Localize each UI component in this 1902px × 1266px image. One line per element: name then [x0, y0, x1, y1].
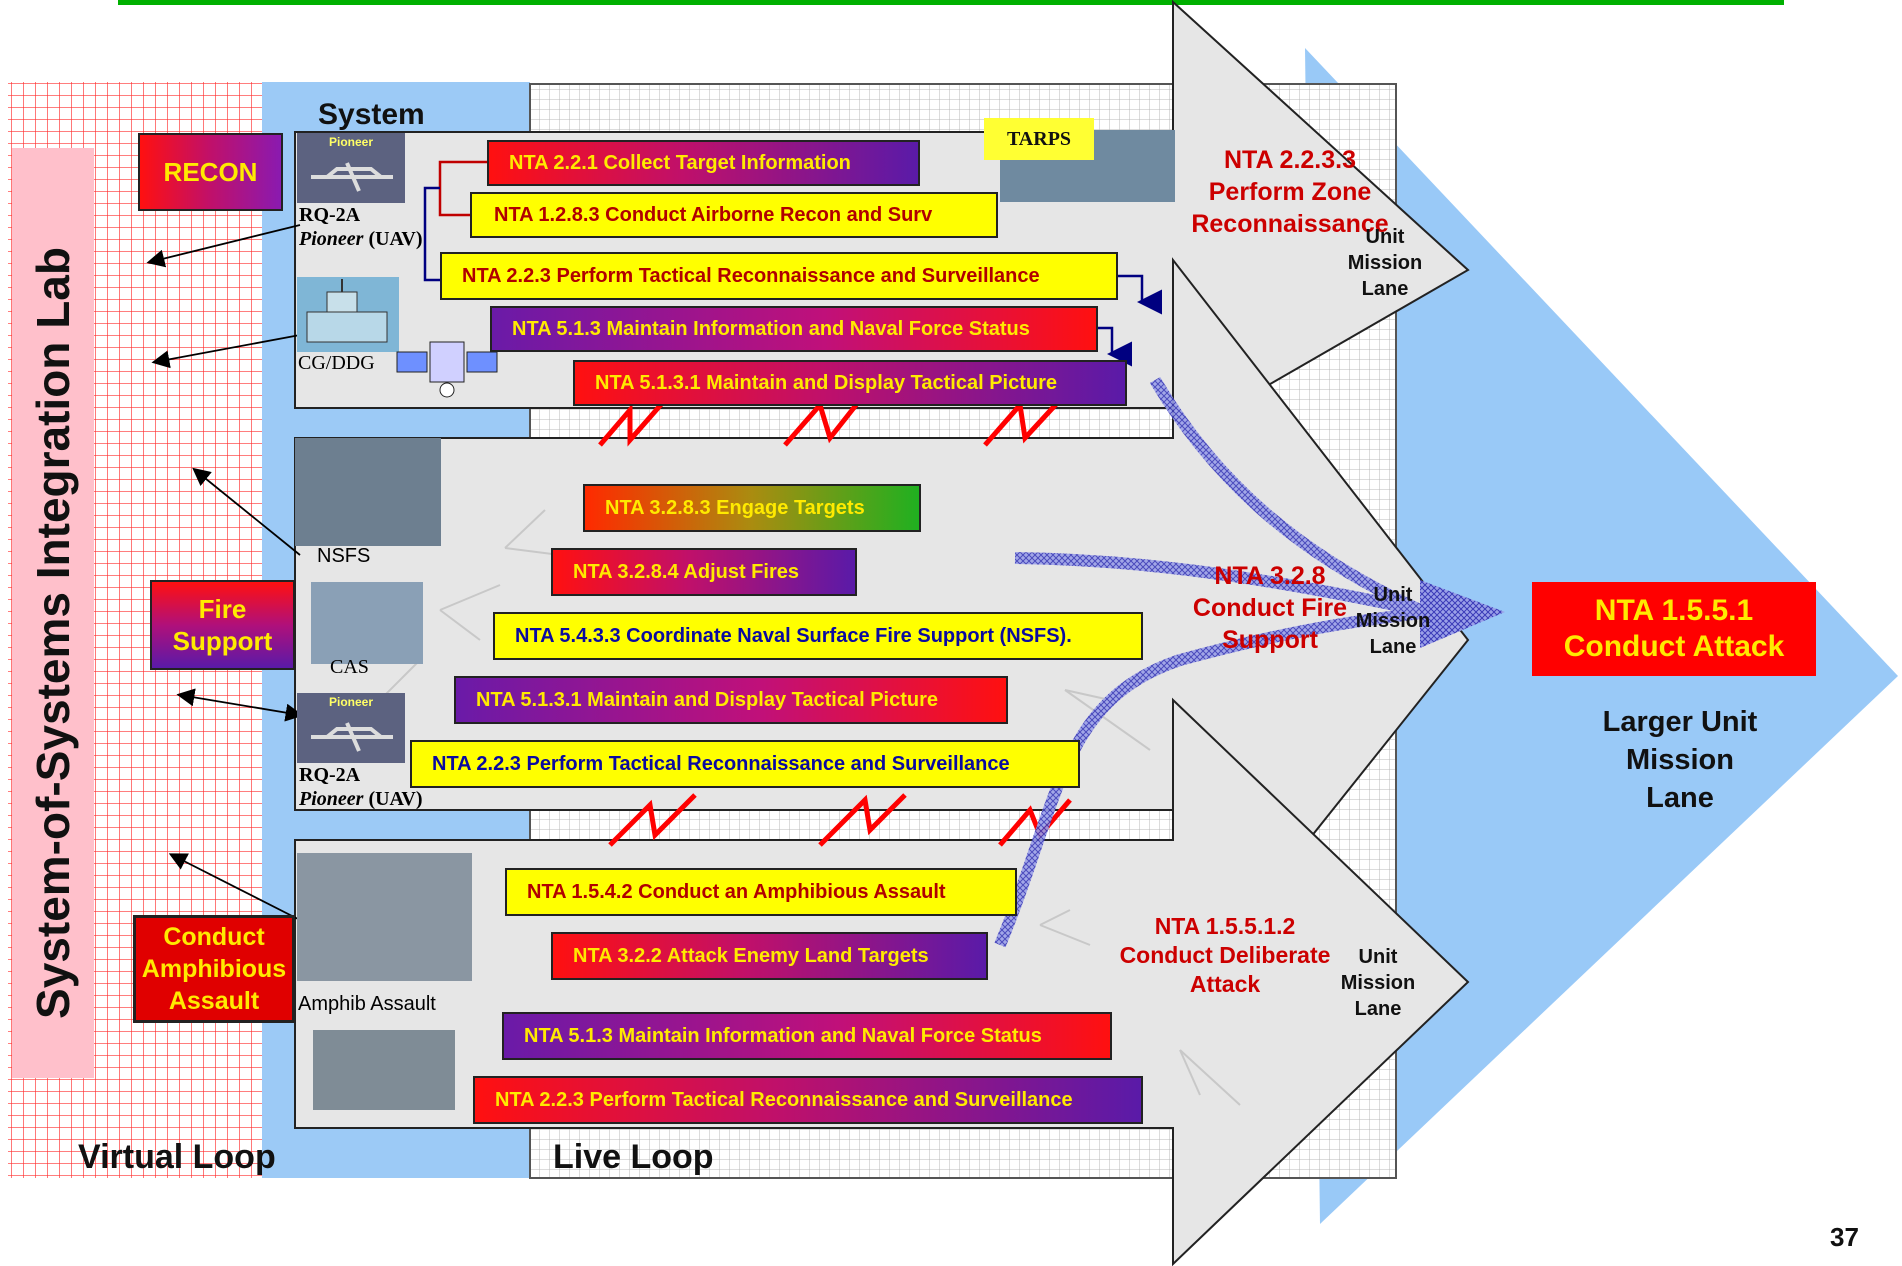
task-nta-5-1-3-1-fire: NTA 5.1.3.1 Maintain and Display Tactica…	[454, 676, 1008, 724]
group-amphib-label-2: Amphibious	[141, 955, 287, 983]
page-number: 37	[1830, 1222, 1859, 1252]
virtual-loop-label: Virtual Loop	[78, 1138, 276, 1176]
group-amphib-label-1: Conduct	[163, 923, 265, 951]
final-attack-box: NTA 1.5.5.1 Conduct Attack	[1532, 582, 1816, 676]
caption-cgddg: CG/DDG	[298, 352, 375, 374]
caption-nsfs: NSFS	[317, 545, 371, 567]
task-nta-3-2-8-3: NTA 3.2.8.3 Engage Targets	[583, 484, 921, 532]
caption-amphib: Amphib Assault	[298, 993, 436, 1015]
uav-icon	[311, 162, 393, 192]
group-fire-label-1: Fire	[198, 594, 247, 624]
unit-mission-lane-fire: Unit Mission Lane	[1355, 584, 1431, 658]
task-nta-5-1-3-recon: NTA 5.1.3 Maintain Information and Naval…	[490, 306, 1098, 352]
unit-mission-lane-amphib: Unit Mission Lane	[1340, 946, 1416, 1020]
caption-cas: CAS	[330, 656, 369, 678]
task-nta-2-2-3-recon: NTA 2.2.3 Perform Tactical Reconnaissanc…	[440, 252, 1118, 300]
lab-pointers	[146, 224, 304, 921]
tree-connectors	[423, 160, 1162, 367]
task-nta-1-2-8-3: NTA 1.2.8.3 Conduct Airborne Recon and S…	[470, 192, 998, 238]
group-fire-label-2: Support	[172, 626, 273, 656]
task-nta-5-1-3-amphib: NTA 5.1.3 Maintain Information and Naval…	[502, 1012, 1112, 1060]
ship-icon	[306, 279, 388, 343]
pioneer-uav-image-mid: Pioneer	[297, 693, 405, 763]
task-nta-2-2-3-amphib: NTA 2.2.3 Perform Tactical Reconnaissanc…	[473, 1076, 1143, 1124]
group-amphib-assault: Conduct Amphibious Assault	[133, 915, 295, 1023]
convergence-arrowhead	[1420, 580, 1505, 648]
lane-amphib-title: NTA 1.5.5.1.2 Conduct Deliberate Attack	[1119, 913, 1331, 997]
task-nta-3-2-2: NTA 3.2.2 Attack Enemy Land Targets	[551, 932, 988, 980]
top-green-bar	[118, 0, 1784, 5]
task-nta-2-2-1: NTA 2.2.1 Collect Target Information	[487, 140, 920, 186]
pioneer-badge-mid: Pioneer	[329, 695, 374, 709]
system-label: System	[318, 98, 425, 131]
unit-mission-lane-recon: Unit Mission Lane	[1347, 226, 1423, 300]
larger-unit-lane-label: Larger Unit Mission Lane	[1602, 706, 1758, 814]
group-amphib-label-3: Assault	[168, 987, 260, 1015]
task-nta-5-4-3-3: NTA 5.4.3.3 Coordinate Naval Surface Fir…	[493, 612, 1143, 660]
convergence-arrows	[994, 376, 1432, 948]
tarps-badge: TARPS	[984, 118, 1094, 160]
pioneer-uav-image-top: Pioneer	[297, 133, 405, 203]
group-recon: RECON	[138, 133, 283, 211]
final-attack-line-1: NTA 1.5.5.1	[1594, 594, 1754, 627]
sos-lab-panel	[12, 148, 94, 1078]
pioneer-badge-top: Pioneer	[329, 135, 374, 149]
task-nta-1-5-4-2: NTA 1.5.4.2 Conduct an Amphibious Assaul…	[505, 868, 1017, 916]
task-nta-5-1-3-1-recon: NTA 5.1.3.1 Maintain and Display Tactica…	[573, 360, 1127, 406]
caption-rq2a-mid: RQ-2A Pioneer (UAV)	[299, 764, 423, 810]
group-recon-label: RECON	[163, 156, 258, 187]
group-fire-support: Fire Support	[150, 580, 295, 670]
uav-icon	[311, 722, 393, 752]
caption-rq2a-top: RQ-2A Pioneer (UAV)	[299, 204, 423, 250]
lane-links	[598, 398, 1072, 847]
sos-lab-title: System-of-Systems Integration Lab	[27, 247, 79, 1019]
live-loop-label: Live Loop	[553, 1138, 714, 1176]
task-nta-2-2-3-fire: NTA 2.2.3 Perform Tactical Reconnaissanc…	[410, 740, 1080, 788]
final-attack-line-2: Conduct Attack	[1563, 630, 1785, 663]
task-nta-3-2-8-4: NTA 3.2.8.4 Adjust Fires	[551, 548, 857, 596]
lane-fire-title: NTA 3.2.8 Conduct Fire Support	[1192, 562, 1348, 654]
satellite-icon	[396, 341, 498, 398]
lane-recon-title: NTA 2.2.3.3 Perform Zone Reconnaissance	[1191, 146, 1389, 238]
